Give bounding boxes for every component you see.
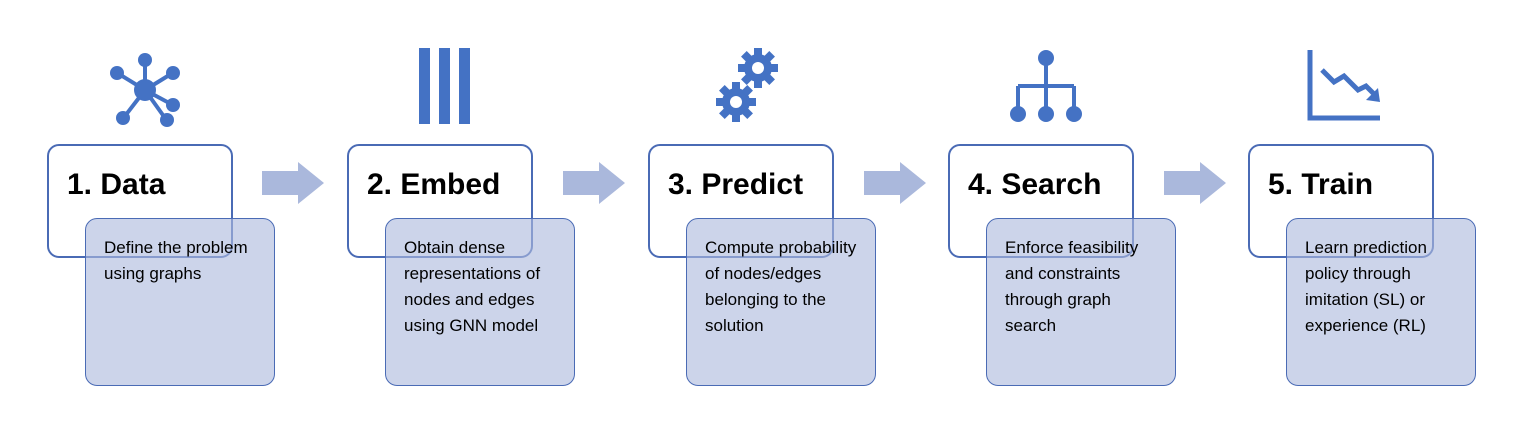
gears-icon [700,46,784,130]
step-description: Learn prediction policy through imitatio… [1305,238,1427,335]
step-description-box: Learn prediction policy through imitatio… [1286,218,1476,386]
declining-chart-icon [1300,46,1384,130]
step-embed: 2. Embed Obtain dense representations of… [347,0,587,442]
step-description: Compute probability of nodes/edges belon… [705,238,857,335]
flow-arrow [262,162,324,204]
flow-arrow [1164,162,1226,204]
hierarchy-tree-icon [1000,46,1084,130]
step-title: 4. Search [968,168,1102,201]
vertical-bars-icon [399,46,483,130]
step-description: Obtain dense representations of nodes an… [404,238,541,335]
step-title: 5. Train [1268,168,1374,201]
step-description-box: Define the problem using graphs [85,218,275,386]
step-data: 1. Data Define the problem using graphs [47,0,287,442]
flow-arrow [563,162,625,204]
step-title: 2. Embed [367,168,501,201]
step-search: 4. Search Enforce feasibility and constr… [948,0,1188,442]
step-title: 3. Predict [668,168,804,201]
step-train: 5. Train Learn prediction policy through… [1248,0,1488,442]
step-description-box: Obtain dense representations of nodes an… [385,218,575,386]
step-description: Enforce feasibility and constraints thro… [1005,238,1139,335]
step-predict: 3. Predict Compute probability of nodes/… [648,0,888,442]
flow-arrow [864,162,926,204]
step-description: Define the problem using graphs [104,238,248,283]
network-graph-icon [99,46,183,130]
step-description-box: Enforce feasibility and constraints thro… [986,218,1176,386]
step-title: 1. Data [67,168,166,201]
step-description-box: Compute probability of nodes/edges belon… [686,218,876,386]
